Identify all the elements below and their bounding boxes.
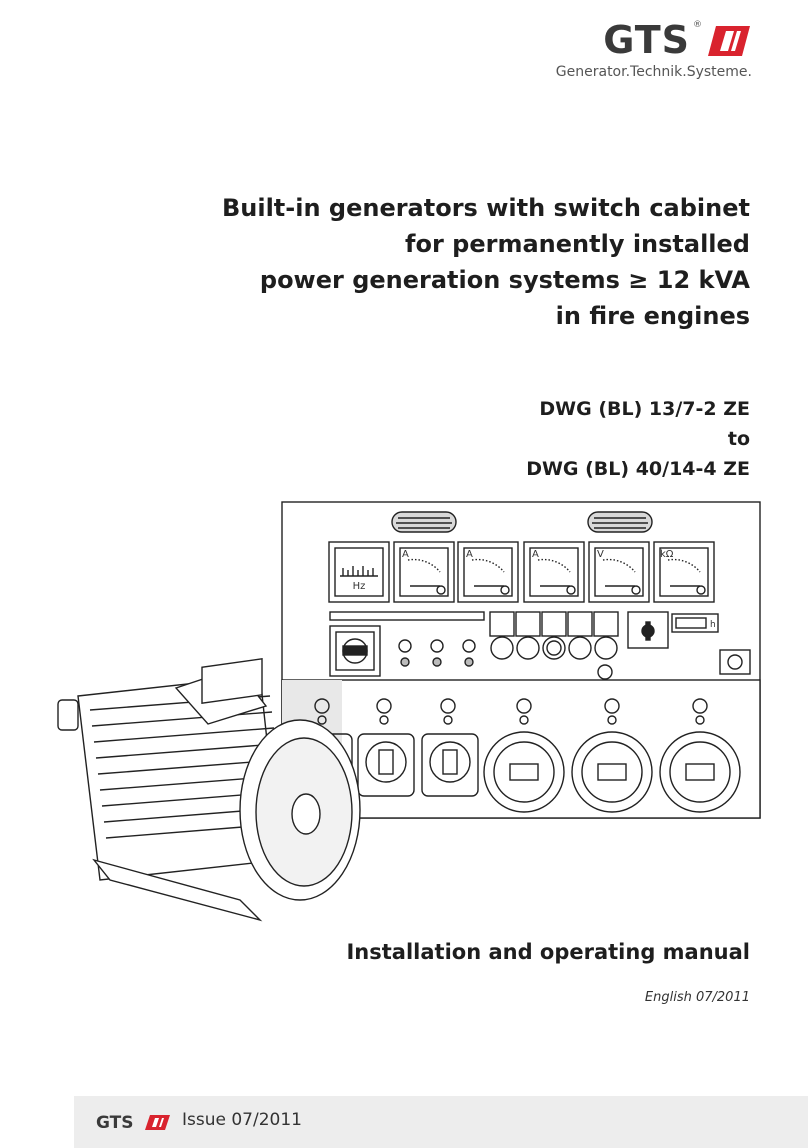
brand-wordmark: GTS: [603, 18, 690, 62]
meter-label: A: [532, 549, 539, 560]
model-range: DWG (BL) 13/7-2 ZE to DWG (BL) 40/14-4 Z…: [350, 394, 750, 484]
model-from: DWG (BL) 13/7-2 ZE: [539, 398, 750, 420]
meter-label: A: [402, 549, 409, 560]
meter-kohm: kΩ: [653, 541, 715, 603]
title-line: in fire engines: [555, 302, 750, 330]
meter-label: Hz: [353, 581, 366, 592]
push-buttons: [489, 611, 619, 680]
title-line: Built-in generators with switch cabinet: [221, 194, 750, 222]
title-line: power generation systems ≥ 12 kVA: [259, 266, 750, 294]
footer-gts-logo-icon: GTS: [96, 1113, 170, 1132]
brand-slash-icon: [708, 26, 750, 56]
model-to: DWG (BL) 40/14-4 ZE: [526, 458, 750, 480]
rotary-switch-icon: [329, 625, 381, 677]
manual-title: Installation and operating manual: [346, 940, 750, 964]
indicator-lamps: [398, 639, 476, 667]
document-title: Built-in generators with switch cabinet …: [130, 190, 750, 334]
footer-bar: GTS Issue 07/2011: [74, 1096, 808, 1148]
meter-label: kΩ: [660, 549, 674, 560]
hour-counter: h: [671, 613, 719, 633]
model-connector: to: [727, 428, 750, 450]
meter-a3: A: [523, 541, 585, 603]
meter-v: V: [588, 541, 650, 603]
generator-illustration: Hz A A A V kΩ: [57, 501, 761, 922]
edition-label: English 07/2011: [644, 990, 750, 1005]
meter-label: V: [597, 549, 604, 560]
electric-motor-icon: [57, 658, 361, 922]
footer-brand: GTS: [96, 1113, 134, 1132]
meter-hz: Hz: [328, 541, 390, 603]
brand-tagline: Generator.Technik.Systeme.: [555, 64, 752, 80]
meter-a1: A: [393, 541, 455, 603]
meter-label: A: [466, 549, 473, 560]
cee-socket-icon: [483, 698, 741, 813]
counter-unit: h: [710, 620, 716, 630]
gts-logo: GTS ® Generator.Technik.Systeme.: [552, 18, 752, 82]
meter-a2: A: [457, 541, 519, 603]
selector-switch-icon: [627, 611, 669, 649]
registered-mark: ®: [693, 20, 702, 30]
issue-label: Issue 07/2011: [182, 1110, 302, 1130]
title-line: for permanently installed: [405, 230, 750, 258]
